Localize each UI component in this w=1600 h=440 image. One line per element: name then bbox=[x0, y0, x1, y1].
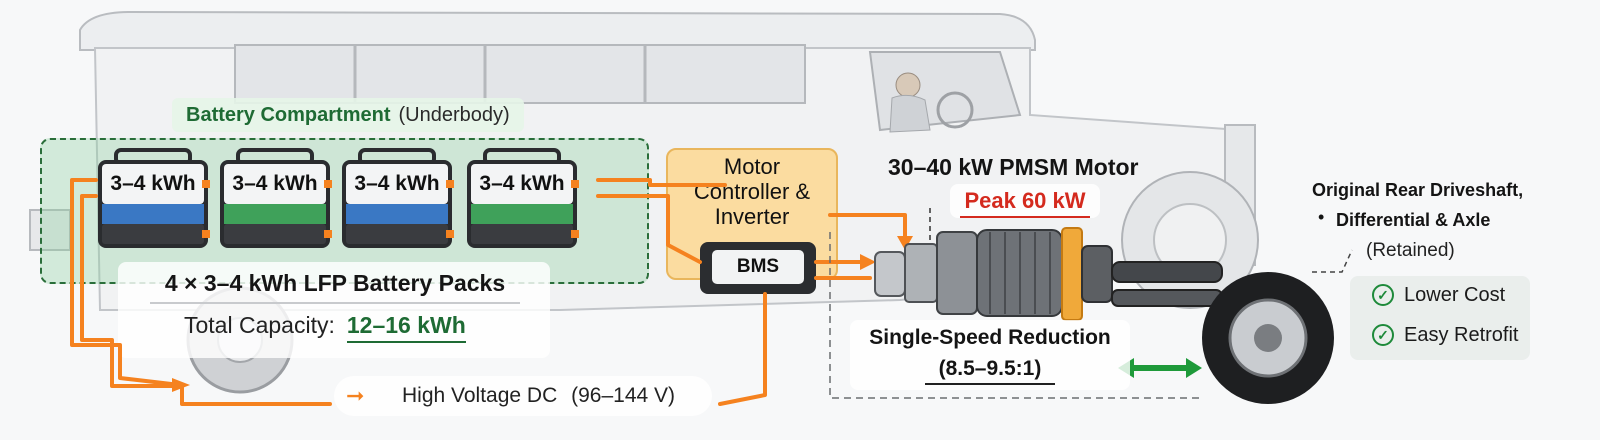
battery-pack-label: 3–4 kWh bbox=[354, 172, 440, 195]
motor-controller-line1: Motor bbox=[723, 154, 781, 179]
battery-pack bbox=[98, 148, 210, 248]
benefit-label: Lower Cost bbox=[1404, 283, 1506, 306]
battery-pack bbox=[467, 148, 579, 248]
reduction-ratio: (8.5–9.5:1) bbox=[938, 357, 1042, 380]
hv-dc-label-row: High Voltage DC (96–144 V) bbox=[402, 384, 675, 408]
battery-pack bbox=[342, 148, 454, 248]
driveshaft-bullet: • bbox=[1318, 207, 1325, 227]
hv-dc-range: (96–144 V) bbox=[571, 384, 676, 407]
benefit-item: ✓ Lower Cost bbox=[1372, 278, 1505, 312]
hv-dc-pill bbox=[334, 376, 712, 416]
pack-summary-card bbox=[118, 262, 550, 358]
battery-pack-label: 3–4 kWh bbox=[110, 172, 196, 195]
check-circle-icon: ✓ bbox=[1372, 324, 1394, 346]
battery-pack bbox=[220, 148, 332, 248]
reduction-ratio-underline bbox=[925, 383, 1055, 385]
battery-compartment-title-note: (Underbody) bbox=[398, 103, 510, 126]
pack-summary-heading: 4 × 3–4 kWh LFP Battery Packs bbox=[164, 270, 506, 296]
driveshaft-line1: Original Rear Driveshaft, bbox=[1312, 180, 1524, 200]
driveshaft-line2: Differential & Axle bbox=[1336, 210, 1491, 230]
battery-pack-label: 3–4 kWh bbox=[232, 172, 318, 195]
bms-label: BMS bbox=[712, 250, 804, 284]
motor-peak-badge bbox=[950, 184, 1100, 218]
motor-title: 30–40 kW PMSM Motor bbox=[888, 154, 1139, 180]
pack-summary-divider bbox=[150, 302, 520, 304]
motor-controller-line3: Inverter bbox=[714, 204, 790, 229]
battery-pack-label: 3–4 kWh bbox=[479, 172, 565, 195]
total-capacity-row: Total Capacity: 12–16 kWh bbox=[184, 312, 466, 343]
reduction-title: Single-Speed Reduction bbox=[869, 326, 1111, 349]
hv-dc-arrow-icon: ➞ bbox=[346, 383, 365, 408]
check-circle-icon: ✓ bbox=[1372, 284, 1394, 306]
total-capacity-value: 12–16 kWh bbox=[346, 312, 466, 343]
driveshaft-line3: (Retained) bbox=[1366, 240, 1455, 261]
motor-peak-underline bbox=[960, 216, 1090, 218]
battery-compartment-title-bold: Battery Compartment bbox=[186, 103, 391, 126]
motor-peak-label: Peak 60 kW bbox=[964, 188, 1086, 213]
battery-compartment-title: Battery Compartment (Underbody) bbox=[172, 98, 524, 132]
benefit-item: ✓ Easy Retrofit bbox=[1372, 318, 1518, 352]
total-capacity-label: Total Capacity: bbox=[184, 312, 335, 338]
reduction-card bbox=[850, 320, 1130, 390]
hv-dc-label: High Voltage DC bbox=[402, 384, 558, 407]
benefit-label: Easy Retrofit bbox=[1404, 323, 1519, 346]
